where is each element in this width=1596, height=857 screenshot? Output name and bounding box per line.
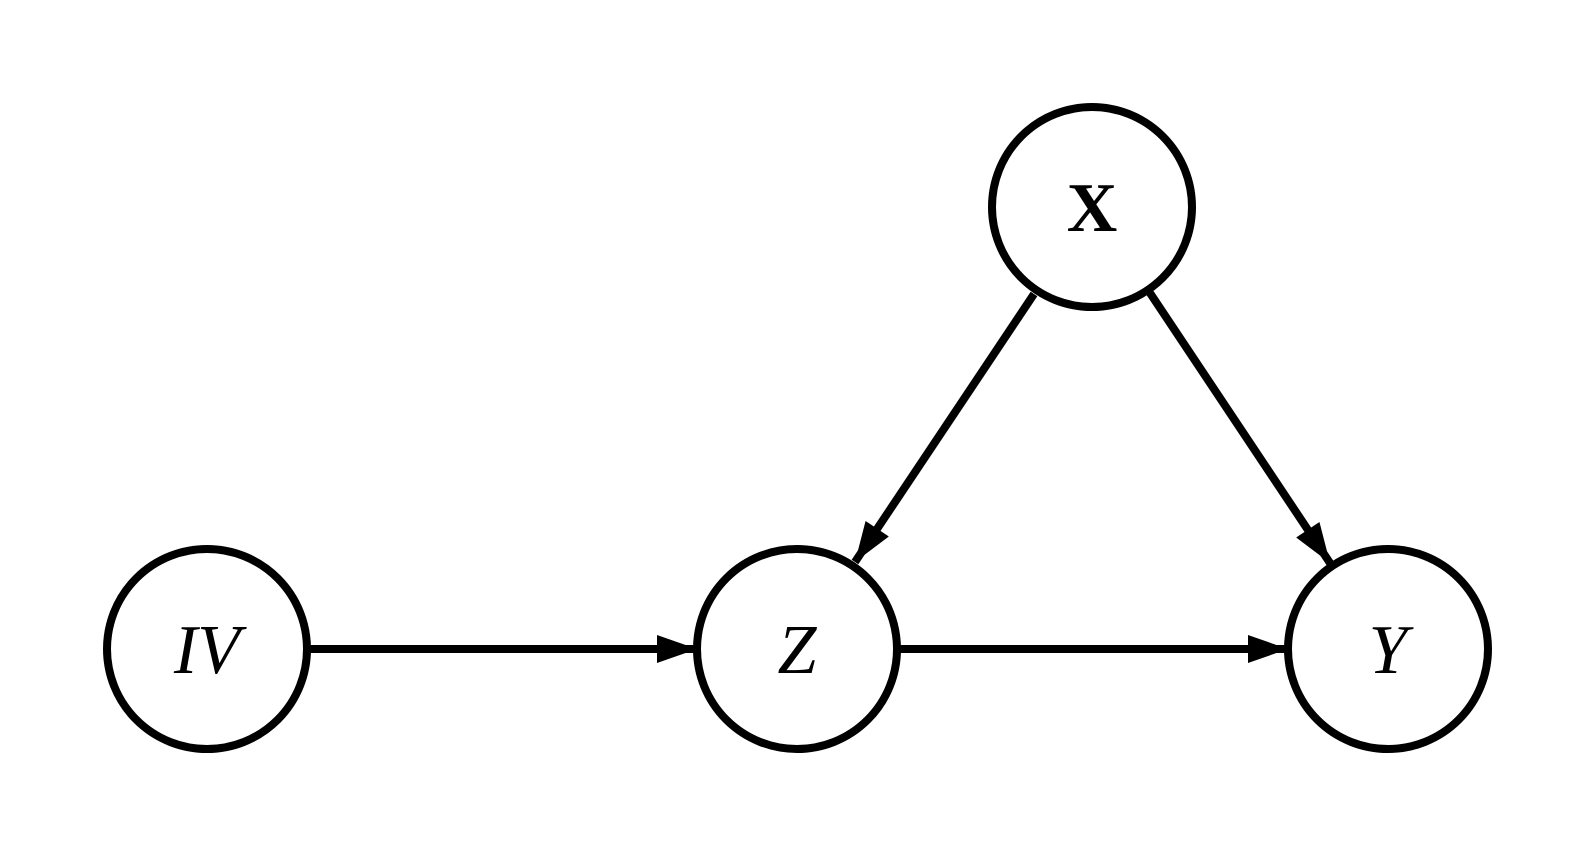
- node-y: Y: [1284, 545, 1492, 753]
- edge-x-to-y: [1146, 290, 1334, 566]
- node-label-z: Z: [778, 612, 818, 689]
- edge-x-to-z: [851, 291, 1038, 565]
- node-label-x: X: [1067, 170, 1118, 247]
- node-label-y-circle: [1284, 545, 1492, 753]
- node-x: X: [988, 103, 1196, 311]
- node-z: Z: [693, 545, 901, 753]
- node-label-iv: IV: [173, 612, 247, 689]
- node-circle-z: [693, 545, 901, 753]
- node-iv: IV: [103, 545, 311, 753]
- node-circle-x: [988, 103, 1196, 311]
- node-circle-iv: [103, 545, 311, 753]
- node-label-y: Y: [1369, 612, 1415, 689]
